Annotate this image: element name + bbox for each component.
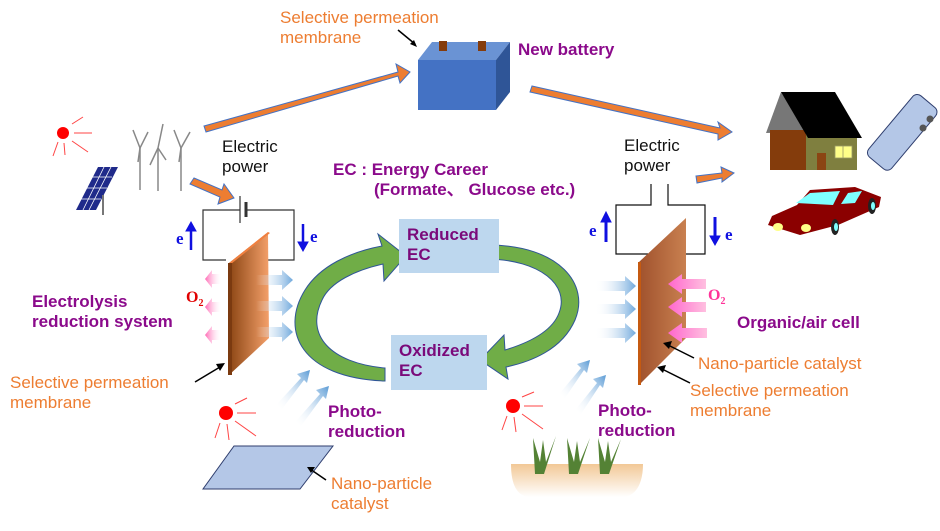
photo-reduction-right-line2: reduction: [598, 420, 676, 440]
right-membrane-line1: Selective permeation: [690, 381, 849, 400]
electrolysis-line2: reduction system: [32, 311, 173, 331]
left-electrode-plate: [228, 232, 270, 375]
oxidized-ec-label: Oxidized EC: [399, 341, 470, 381]
photo-reduction-left-label: Photo- reduction: [328, 402, 405, 441]
ec-title-line1: EC : Energy Career: [333, 160, 488, 179]
o2-subscript: 2: [198, 298, 204, 310]
phone-icon: [866, 94, 938, 171]
left-electron-out-label: e: [310, 227, 318, 246]
photo-reduction-right-line1: Photo-: [598, 401, 652, 420]
right-membrane-pointer: [661, 368, 691, 384]
electric-power-left-line1: Electric: [222, 137, 278, 156]
nano-catalyst-bottom-line2: catalyst: [331, 493, 389, 513]
left-membrane-pointer: [194, 366, 221, 383]
left-membrane-line1: Selective permeation: [10, 373, 169, 392]
electrolysis-system-label: Electrolysis reduction system: [32, 292, 173, 331]
ec-cycle-arrows: [294, 232, 580, 382]
arrow-to-house: [695, 166, 735, 184]
right-membrane-line2: membrane: [690, 400, 772, 420]
top-membrane-label-line1: Selective permeation: [280, 8, 439, 27]
left-electron-in-label: e: [176, 229, 184, 248]
arrow-to-battery: [203, 62, 411, 133]
sun-icon-left: [214, 397, 257, 441]
electric-power-left-label: Electric power: [222, 137, 278, 176]
arrow-from-battery: [529, 85, 733, 141]
reduced-ec-box: Reduced EC: [399, 219, 499, 273]
left-o2-label: O2: [186, 289, 203, 309]
car-icon: [768, 187, 881, 235]
ec-title: EC : Energy Career (Formate、 Glucose etc…: [333, 160, 575, 199]
catalyst-sheet-icon: [202, 445, 335, 490]
photo-arrows-right: [560, 360, 606, 414]
nano-catalyst-right-label: Nano-particle catalyst: [698, 354, 862, 373]
nano-catalyst-bottom-label: Nano-particle catalyst: [331, 474, 432, 513]
right-circuit: [615, 184, 706, 255]
sun-icon-top: [52, 116, 92, 157]
plants-soil-icon: [511, 436, 643, 497]
right-catalyst-pointer: [667, 344, 695, 359]
left-o2-arrows: [205, 270, 222, 344]
right-o2-arrows: [668, 274, 707, 343]
right-electron-in-label: e: [725, 225, 733, 244]
electrolysis-line1: Electrolysis: [32, 292, 128, 311]
arrow-to-electrolysis: [189, 177, 235, 205]
left-membrane-line2: membrane: [10, 392, 92, 412]
right-membrane-label: Selective permeation membrane: [690, 381, 849, 420]
right-o2-label: O2: [708, 287, 725, 307]
right-electrode-plate: [638, 218, 686, 385]
photo-reduction-left-line1: Photo-: [328, 402, 382, 421]
cycle-arrow-down: [479, 244, 580, 381]
top-membrane-label: Selective permeation membrane: [280, 8, 439, 47]
house-icon: [766, 92, 862, 170]
solar-panel-icon: [76, 166, 118, 215]
left-electron-arrows: [185, 220, 309, 253]
wind-turbines-icon: [132, 123, 191, 191]
electric-power-left-line2: power: [222, 156, 269, 176]
right-input-arrows: [595, 276, 636, 343]
nano-catalyst-bottom-line1: Nano-particle: [331, 474, 433, 493]
o2-letter: O: [186, 289, 199, 306]
new-battery-label: New battery: [518, 40, 615, 59]
o2-letter: O: [708, 287, 721, 304]
power-flow-arrows: [189, 62, 735, 205]
electric-power-right-line1: Electric: [624, 136, 680, 155]
reduced-ec-label: Reduced EC: [407, 225, 479, 265]
ec-title-line2: (Formate、 Glucose etc.): [374, 179, 576, 199]
right-electron-arrows: [600, 210, 721, 247]
oxidized-ec-box: Oxidized EC: [391, 335, 487, 390]
left-membrane-label: Selective permeation membrane: [10, 373, 169, 412]
photo-reduction-left-line2: reduction: [328, 421, 406, 441]
left-circuit: [202, 196, 295, 261]
organic-air-cell-label: Organic/air cell: [737, 313, 860, 332]
sun-icon-right: [501, 391, 544, 433]
electric-power-right-line2: power: [624, 155, 671, 175]
photo-reduction-right-label: Photo- reduction: [598, 401, 675, 440]
electric-power-right-label: Electric power: [624, 136, 680, 175]
battery-icon: [397, 29, 510, 110]
left-product-arrows: [256, 270, 293, 342]
photo-arrows-left: [277, 370, 329, 426]
top-membrane-label-line2: membrane: [280, 27, 362, 47]
o2-subscript: 2: [720, 296, 726, 308]
right-electron-out-label: e: [589, 221, 597, 240]
cycle-arrow-up: [294, 232, 407, 382]
